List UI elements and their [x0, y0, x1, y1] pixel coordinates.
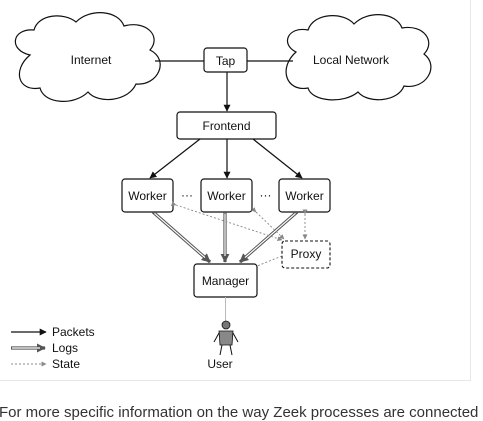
tap-box	[203, 47, 248, 73]
worker-label-3: Worker	[285, 189, 323, 203]
worker-ellipsis-1: ···	[181, 188, 193, 202]
user-label: User	[207, 357, 232, 371]
worker-1-manager-log	[151, 210, 212, 264]
local-network-label: Local Network	[313, 53, 390, 67]
tap-node: Tap	[203, 47, 248, 73]
caption-text: For more specific information on the way…	[0, 404, 479, 421]
proxy-node: Proxy	[281, 240, 331, 269]
legend-logs-label: Logs	[52, 341, 78, 355]
figure-panel: Internet Local Network Tap Frontend Work…	[0, 0, 471, 381]
manager-label: Manager	[202, 274, 249, 288]
internet-cloud: Internet	[14, 12, 161, 102]
proxy-box	[281, 240, 331, 269]
tap-label: Tap	[216, 54, 236, 68]
cluster-diagram: Internet Local Network Tap Frontend Work…	[11, 12, 432, 371]
legend: Packets Logs State	[11, 325, 95, 371]
worker-node-3: Worker	[278, 178, 331, 213]
frontend-worker-1-arrow	[149, 138, 201, 179]
frontend-node: Frontend	[176, 111, 277, 140]
worker-label-2: Worker	[207, 189, 245, 203]
worker-box-1	[121, 178, 174, 213]
worker-node-1: Worker	[121, 178, 174, 213]
worker-2-proxy-state	[251, 207, 285, 240]
worker-ellipsis-2: ···	[260, 188, 272, 202]
local-network-cloud-shape	[285, 14, 432, 101]
internet-cloud-shape	[14, 12, 161, 102]
legend-state-label: State	[52, 357, 80, 371]
proxy-manager-state	[251, 255, 283, 269]
legend-packets-label: Packets	[52, 325, 95, 339]
worker-node-2: Worker	[200, 178, 253, 213]
frontend-label: Frontend	[202, 119, 250, 133]
worker-label-1: Worker	[128, 189, 166, 203]
user-icon	[213, 320, 239, 356]
proxy-label: Proxy	[291, 247, 322, 261]
local-network-cloud: Local Network	[285, 14, 432, 101]
manager-node: Manager	[193, 263, 258, 298]
frontend-worker-3-arrow	[252, 138, 303, 179]
internet-label: Internet	[71, 53, 112, 67]
